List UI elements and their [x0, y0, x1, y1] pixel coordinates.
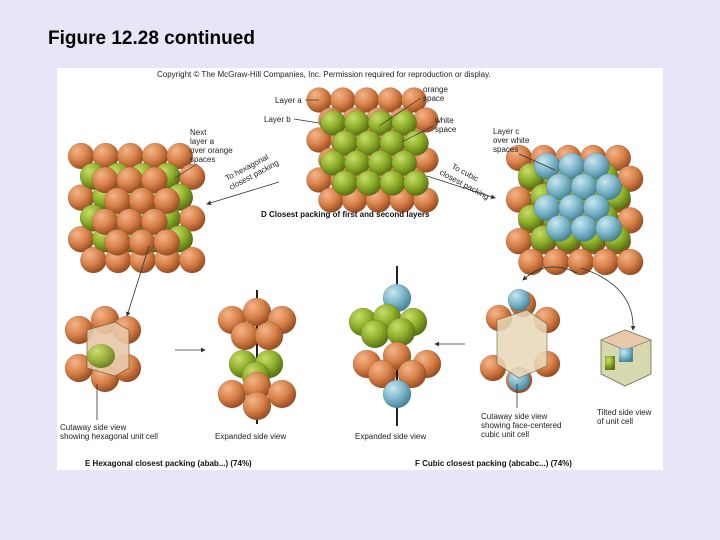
hexagonal-cutaway	[64, 305, 142, 393]
hexagonal-expanded-stack	[217, 297, 297, 421]
label-layer-c-1: Layer c	[493, 127, 519, 136]
label-next-layer-3: over orange	[190, 146, 233, 155]
fcc-exp-orange-atom	[397, 359, 427, 389]
hex-front-atom	[153, 229, 180, 256]
fcc-top-atom	[595, 215, 622, 242]
figure-panel: Copyright © The McGraw-Hill Companies, I…	[57, 68, 663, 470]
leader-layer-b	[293, 118, 320, 124]
layer-b-atom	[403, 130, 429, 156]
hex-exp-bot-atom	[267, 379, 297, 409]
hex-exp-bot-atom	[242, 391, 272, 421]
hex-front-atom	[141, 208, 168, 235]
layer-b-atom	[403, 170, 429, 196]
label-layer-a: Layer a	[275, 96, 302, 105]
tilted-unit-cell	[600, 329, 652, 387]
tilted-cell-top	[600, 329, 652, 351]
cubic-expanded-stack	[348, 283, 442, 409]
arrow-to-hexagonal	[206, 181, 280, 206]
label-cutaway-hex-2: showing hexagonal unit cell	[60, 432, 158, 441]
hex-back-atom	[166, 142, 194, 170]
leader-white-space	[401, 125, 434, 143]
fcc-top-atom	[583, 194, 610, 221]
layers-ab-cluster	[306, 87, 439, 213]
hex-front-atom	[141, 166, 168, 194]
arrow-to-cubic	[426, 175, 496, 200]
tilted-cell-face-atom	[619, 348, 633, 362]
fcc-top-atom	[546, 215, 573, 242]
fcc-back-atom	[518, 248, 545, 276]
fcc-cut-blue-atom	[507, 288, 531, 312]
label-cutaway-hex-1: Cutaway side view	[60, 423, 126, 432]
arrow-to-tilted	[580, 267, 636, 331]
label-cutaway-fcc-2: showing face-centered	[481, 421, 562, 430]
hex-exp-top-atom	[242, 297, 272, 327]
layer-b-atom	[391, 150, 417, 176]
arrow-hex-down	[125, 245, 150, 317]
fcc-exp-bottom-atom	[382, 379, 412, 409]
fcc-top-atom	[595, 173, 622, 201]
tilted-cell-side-atom	[605, 356, 615, 370]
label-orange-space-2: space	[423, 94, 445, 103]
leader-layer-c	[518, 153, 556, 171]
hexagonal-stack-cluster	[67, 142, 206, 274]
copyright-text: Copyright © The McGraw-Hill Companies, I…	[157, 70, 491, 79]
layer-b-atom	[379, 170, 406, 196]
label-layer-b: Layer b	[264, 115, 291, 124]
label-next-layer-4: spaces	[190, 155, 215, 164]
fcc-cutaway	[479, 288, 561, 394]
panel-f-caption: F Cubic closest packing (abcabc...) (74%…	[415, 459, 572, 468]
layer-a-atom	[401, 87, 427, 113]
slide-title: Figure 12.28 continued	[48, 28, 255, 49]
label-next-layer-1: Next	[190, 128, 207, 137]
leader-orange-space	[378, 97, 422, 127]
label-expanded-2: Expanded side view	[355, 432, 426, 441]
hex-front-atom	[153, 187, 180, 215]
label-cutaway-fcc-1: Cutaway side view	[481, 412, 547, 421]
fcc-back-atom	[542, 248, 570, 276]
fcc-exp-green-atom	[386, 317, 416, 347]
fcc-top-atom	[583, 152, 610, 180]
label-white-space-2: space	[435, 125, 457, 134]
label-cutaway-fcc-3: cubic unit cell	[481, 430, 529, 439]
hex-exp-bot-atom	[217, 379, 247, 409]
hex-cell-center-atom	[87, 344, 115, 368]
label-orange-space-1: orange	[423, 85, 448, 94]
fcc-back-atom	[616, 248, 644, 276]
hex-back-atom	[178, 246, 206, 274]
label-tilted-2: of unit cell	[597, 417, 633, 426]
arrow-cubic-down	[522, 266, 578, 281]
panel-e-caption: E Hexagonal closest packing (abab...) (7…	[85, 459, 252, 468]
fcc-exp-green-atom	[360, 319, 390, 349]
label-next-layer-2: layer a	[190, 137, 215, 146]
closest-packing-figure: Copyright © The McGraw-Hill Companies, I…	[60, 70, 652, 468]
layer-b-atom	[355, 170, 382, 196]
label-white-space-1: white	[434, 116, 454, 125]
hex-front-atom	[128, 229, 156, 256]
fcc-unit-cell	[496, 309, 548, 379]
hex-exp-top-atom	[254, 321, 284, 351]
label-layer-c-3: spaces	[493, 145, 518, 154]
layer-b-atom	[391, 110, 417, 136]
label-layer-c-2: over white	[493, 136, 530, 145]
leader-next-layer	[174, 163, 198, 179]
fcc-exp-orange-atom	[367, 359, 397, 389]
hex-front-atom	[104, 229, 131, 256]
label-tilted-1: Tilted side view	[597, 408, 652, 417]
panel-d-caption: D Closest packing of first and second la…	[261, 210, 430, 219]
fcc-back-atom	[592, 248, 619, 276]
fcc-top-atom	[570, 215, 598, 242]
label-expanded-1: Expanded side view	[215, 432, 286, 441]
cubic-stack-cluster	[505, 144, 644, 276]
layer-b-atom	[332, 170, 358, 196]
